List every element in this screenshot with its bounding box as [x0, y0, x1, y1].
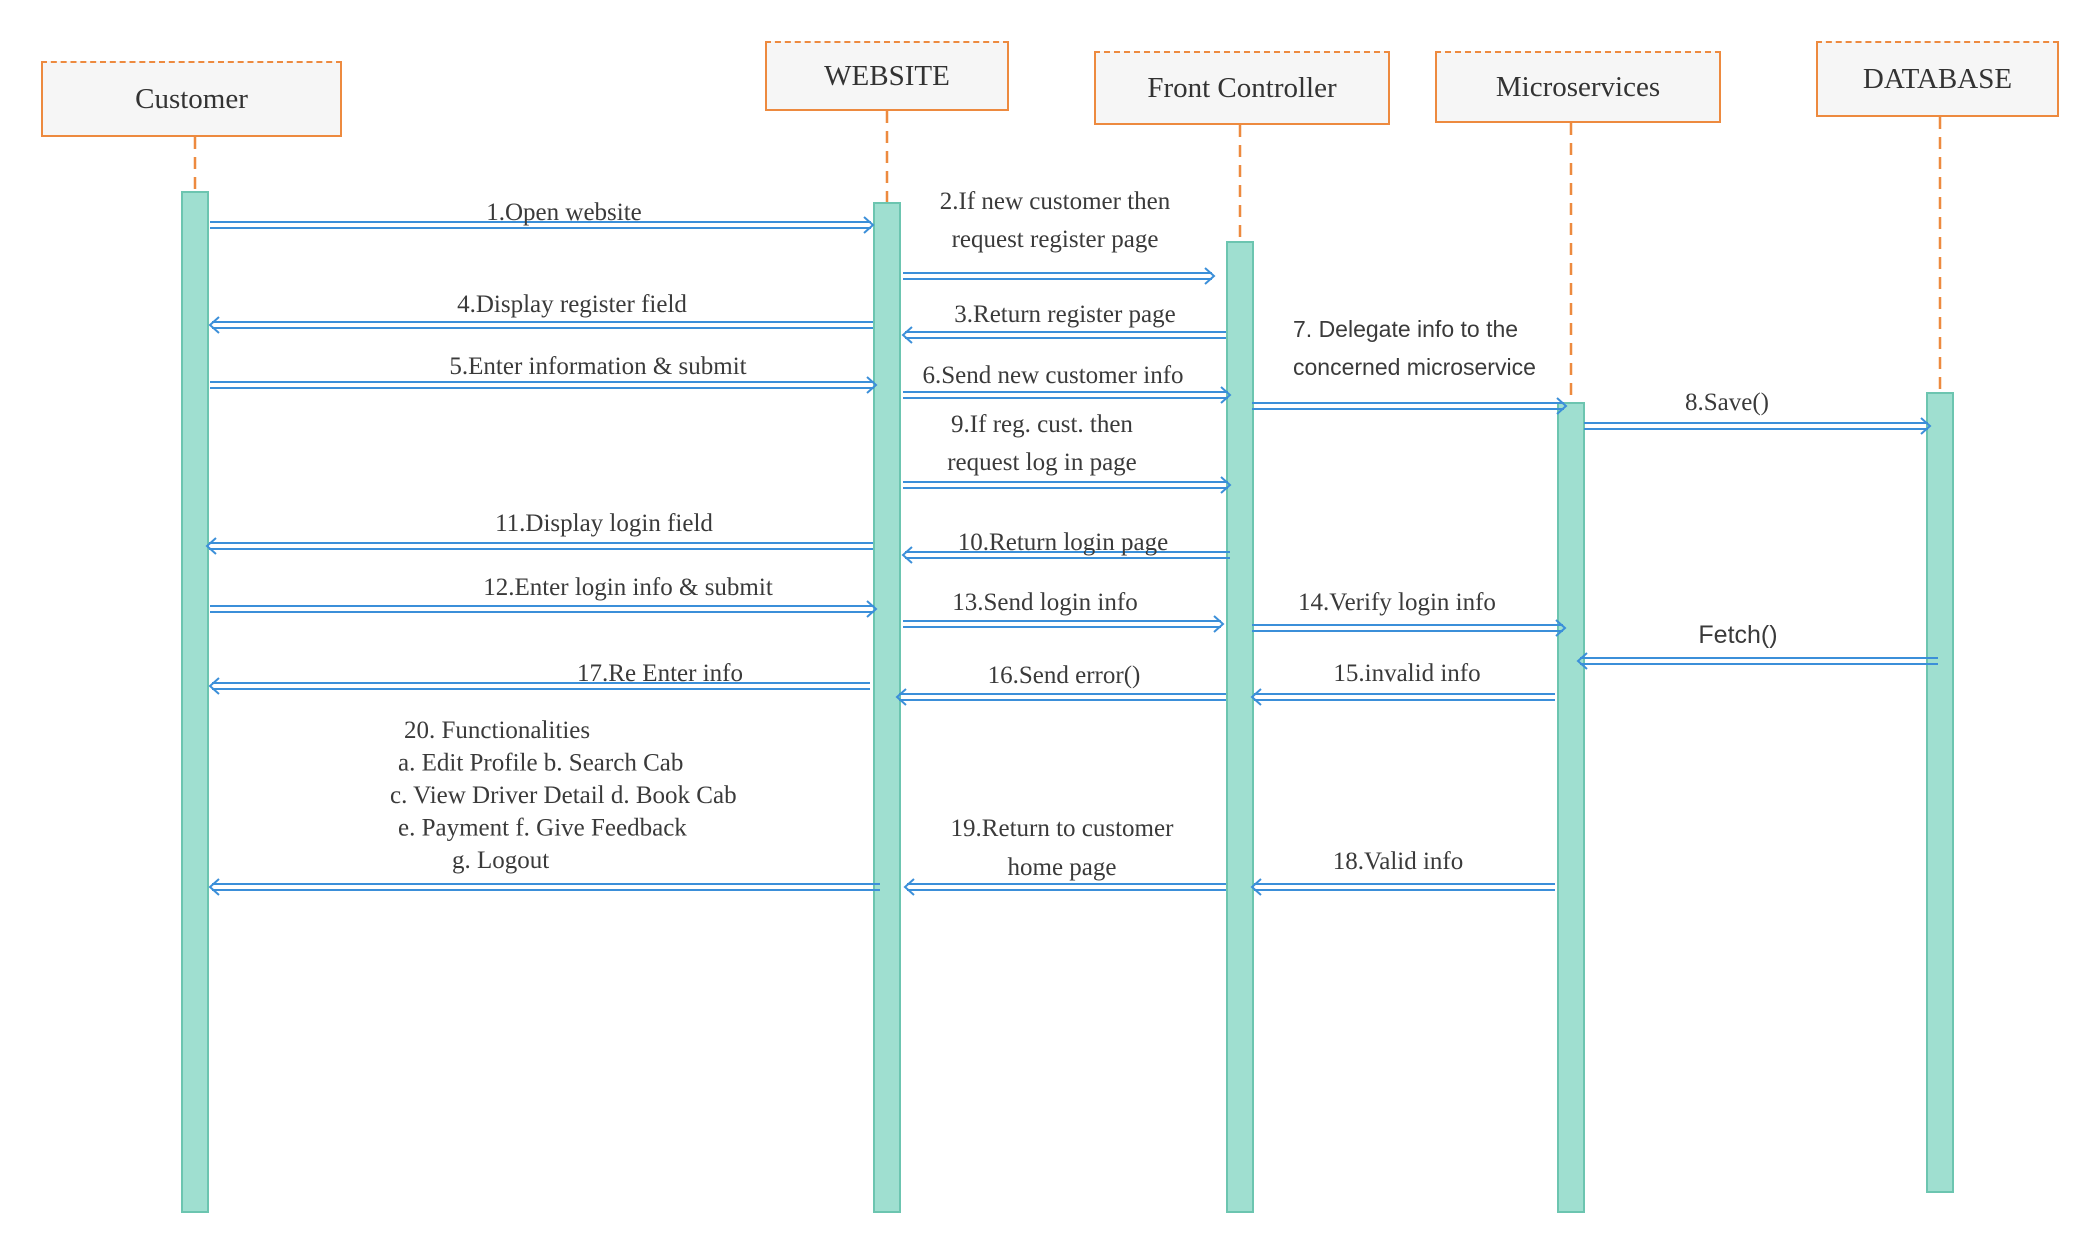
message-label-m_fetch-line-1: Fetch() [1698, 621, 1777, 649]
message-label-m1-line-1: 1.Open website [486, 199, 642, 226]
message-label-m18-line-1: 18.Valid info [1333, 848, 1464, 875]
message-label-m11-line-1: 11.Display login field [495, 510, 713, 537]
message-label-m12-line-1: 12.Enter login info & submit [483, 574, 773, 601]
message-label-m4-line-1: 4.Display register field [457, 291, 687, 318]
message-arrowhead-m7 [1556, 397, 1568, 415]
message-arrowhead-m1 [863, 216, 875, 234]
message-label-m19-line-1: 19.Return to customer [951, 815, 1175, 842]
message-label-m20-line-5: g. Logout [452, 847, 549, 874]
message-label-m6-line-1: 6.Send new customer info [922, 362, 1183, 389]
message-arrowhead-m11 [205, 537, 217, 555]
message-label-m7-line-2: concerned microservice [1293, 354, 1536, 380]
message-arrowhead-m3 [901, 326, 913, 344]
message-label-m8-line-1: 8.Save() [1685, 389, 1769, 416]
message-label-m20-line-4: e. Payment f. Give Feedback [398, 815, 687, 842]
message-label-m20-line-1: 20. Functionalities [404, 717, 590, 744]
message-arrowhead-m6 [1220, 386, 1232, 404]
message-label-m3-line-1: 3.Return register page [954, 301, 1175, 328]
message-arrowhead-m9 [1220, 476, 1232, 494]
message-label-m9-line-1: 9.If reg. cust. then [951, 411, 1133, 438]
message-arrowhead-m12 [866, 600, 878, 618]
actor-database: DATABASE [1816, 41, 2059, 117]
message-label-m2-line-1: 2.If new customer then [940, 188, 1171, 215]
message-arrowhead-m_fetch [1576, 652, 1588, 670]
message-arrowhead-m5 [866, 376, 878, 394]
message-arrowhead-m14 [1555, 619, 1567, 637]
message-arrowhead-m17 [208, 677, 220, 695]
actor-website: WEBSITE [765, 41, 1009, 111]
message-arrowhead-m10 [901, 546, 913, 564]
message-arrowhead-m8 [1920, 417, 1932, 435]
messages-layer [205, 216, 1938, 896]
message-arrowhead-m19 [903, 878, 915, 896]
message-label-m17-line-1: 17.Re Enter info [577, 660, 743, 687]
lifelines-layer [193, 111, 1942, 403]
activation-customer [181, 191, 209, 1213]
message-arrowhead-m20 [208, 878, 220, 896]
message-arrowhead-m2 [1204, 267, 1216, 285]
actor-microservices: Microservices [1435, 51, 1721, 123]
activation-front [1226, 241, 1254, 1213]
message-label-m5-line-1: 5.Enter information & submit [449, 353, 746, 380]
message-arrowhead-m13 [1213, 615, 1225, 633]
message-label-m13-line-1: 13.Send login info [952, 589, 1137, 616]
activation-website [873, 202, 901, 1213]
message-label-m9-line-2: request log in page [947, 449, 1137, 476]
message-label-m14-line-1: 14.Verify login info [1298, 589, 1496, 616]
actor-front-controller: Front Controller [1094, 51, 1390, 125]
message-label-m20-line-3: c. View Driver Detail d. Book Cab [390, 782, 737, 809]
message-label-m19-line-2: home page [1008, 854, 1117, 881]
activation-db [1926, 392, 1954, 1193]
message-arrowhead-m15 [1250, 688, 1262, 706]
message-label-m2-line-2: request register page [952, 226, 1159, 253]
labels-layer: 1.Open website 2.If new customer then requ… [390, 188, 1778, 881]
message-label-m16-line-1: 16.Send error() [988, 662, 1141, 689]
activation-micro [1557, 402, 1585, 1213]
message-label-m10-line-1: 10.Return login page [958, 529, 1168, 556]
message-arrowhead-m16 [895, 688, 907, 706]
message-label-m7-line-1: 7. Delegate info to the [1293, 316, 1518, 342]
message-arrowhead-m4 [208, 316, 220, 334]
activations-layer [181, 191, 1954, 1213]
actor-customer: Customer [41, 61, 342, 137]
message-label-m15-line-1: 15.invalid info [1333, 660, 1480, 687]
message-arrowhead-m18 [1250, 878, 1262, 896]
message-label-m20-line-2: a. Edit Profile b. Search Cab [398, 750, 683, 777]
